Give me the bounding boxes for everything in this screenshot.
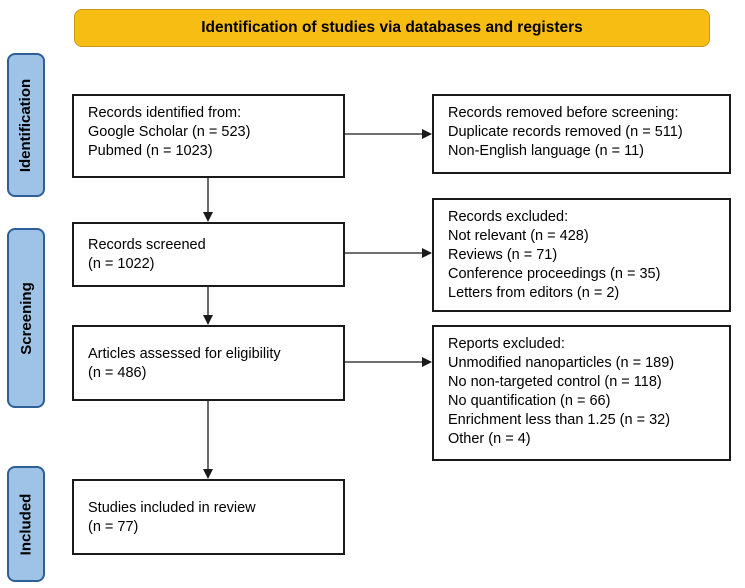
records-excluded-line: Records excluded: <box>448 209 569 225</box>
reports-excluded-line: Other (n = 4) <box>448 431 531 447</box>
records-excluded-line: Letters from editors (n = 2) <box>448 285 620 301</box>
stage-included: Included <box>7 466 45 582</box>
articles-assessed-line: (n = 486) <box>88 365 147 381</box>
reports-excluded-box: Reports excluded: Unmodified nanoparticl… <box>432 325 731 461</box>
reports-excluded-line: Unmodified nanoparticles (n = 189) <box>448 355 675 371</box>
records-excluded-line: Conference proceedings (n = 35) <box>448 266 661 282</box>
records-excluded-box: Records excluded: Not relevant (n = 428)… <box>432 198 731 312</box>
records-screened-line: Records screened <box>88 237 206 253</box>
records-identified-box: Records identified from: Google Scholar … <box>72 94 345 178</box>
reports-excluded-line: No quantification (n = 66) <box>448 393 611 409</box>
records-removed-line: Duplicate records removed (n = 511) <box>448 124 683 140</box>
records-identified-line: Google Scholar (n = 523) <box>88 124 251 140</box>
records-excluded-line: Not relevant (n = 428) <box>448 228 589 244</box>
records-identified-line: Pubmed (n = 1023) <box>88 143 213 159</box>
reports-excluded-line: Enrichment less than 1.25 (n = 32) <box>448 412 671 428</box>
stage-screening: Screening <box>7 228 45 408</box>
articles-assessed-box: Articles assessed for eligibility (n = 4… <box>72 325 345 401</box>
articles-assessed-line: Articles assessed for eligibility <box>88 346 281 362</box>
reports-excluded-line: Reports excluded: <box>448 336 565 352</box>
stage-identification: Identification <box>7 53 45 197</box>
studies-included-box: Studies included in review (n = 77) <box>72 479 345 555</box>
records-removed-box: Records removed before screening: Duplic… <box>432 94 731 174</box>
records-removed-line: Non-English language (n = 11) <box>448 143 645 159</box>
records-removed-line: Records removed before screening: <box>448 105 679 121</box>
records-screened-line: (n = 1022) <box>88 256 155 272</box>
banner-title: Identification of studies via databases … <box>201 19 583 36</box>
records-identified-line: Records identified from: <box>88 105 242 121</box>
records-screened-box: Records screened (n = 1022) <box>72 222 345 287</box>
header-banner: Identification of studies via databases … <box>74 9 710 47</box>
studies-included-line: (n = 77) <box>88 519 139 535</box>
studies-included-line: Studies included in review <box>88 500 256 516</box>
reports-excluded-line: No non-targeted control (n = 118) <box>448 374 662 390</box>
records-excluded-line: Reviews (n = 71) <box>448 247 558 263</box>
